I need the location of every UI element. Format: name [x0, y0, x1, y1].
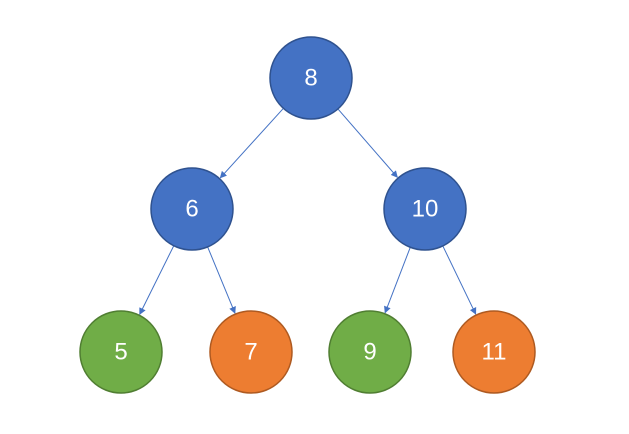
edge-layer [139, 108, 477, 316]
node-circle [79, 310, 163, 394]
node-label: 11 [482, 339, 507, 366]
node-circle [452, 310, 536, 394]
node-circle [209, 310, 293, 394]
edge-8-to-6 [219, 108, 284, 179]
node-label: 6 [185, 196, 198, 223]
node-label: 9 [363, 339, 376, 366]
tree-node-9: 9 [328, 310, 412, 394]
edge-10-to-11 [442, 245, 477, 315]
edge-10-to-9 [384, 247, 411, 314]
node-layer: 8 6 10 5 7 9 11 [79, 36, 536, 394]
node-circle [269, 36, 353, 120]
node-circle [383, 167, 467, 251]
node-label: 7 [244, 339, 257, 366]
node-circle [328, 310, 412, 394]
node-label: 8 [304, 65, 317, 92]
node-label: 10 [412, 196, 439, 223]
tree-node-8: 8 [269, 36, 353, 120]
node-circle [150, 167, 234, 251]
edge-8-to-10 [337, 108, 398, 178]
edge-6-to-5 [139, 245, 175, 316]
tree-node-7: 7 [209, 310, 293, 394]
tree-node-6: 6 [150, 167, 234, 251]
tree-node-11: 11 [452, 310, 536, 394]
edge-6-to-7 [207, 246, 236, 314]
tree-node-5: 5 [79, 310, 163, 394]
tree-node-10: 10 [383, 167, 467, 251]
node-label: 5 [114, 339, 127, 366]
